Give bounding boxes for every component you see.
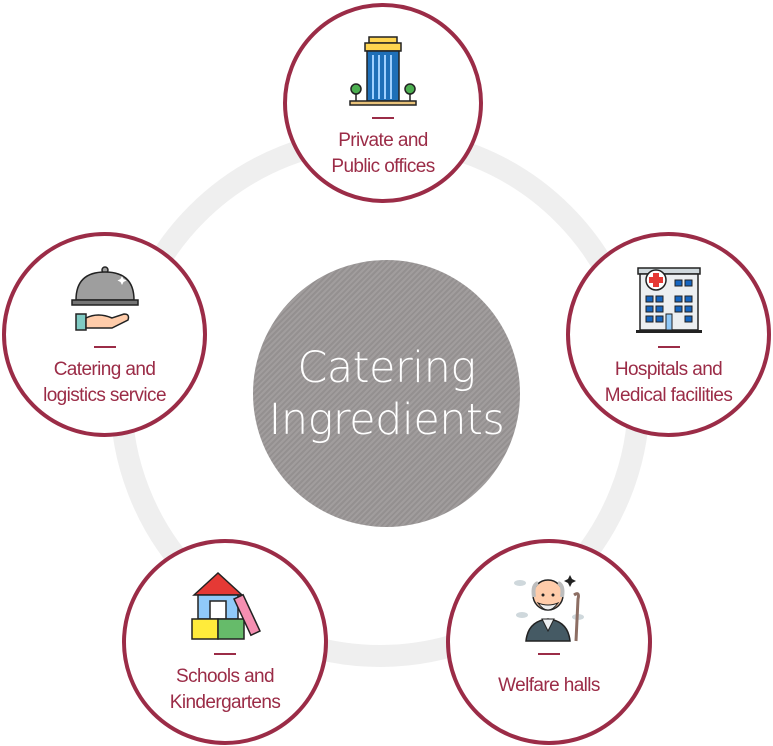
node-welfare: Welfare halls — [446, 539, 652, 745]
node-schools: Schools and Kindergartens — [122, 539, 328, 745]
label-line1: Catering and — [53, 359, 156, 380]
office-building-icon — [346, 33, 420, 107]
node-hospitals: Hospitals and Medical facilities — [566, 232, 771, 437]
node-label: Private and Public offices — [331, 128, 435, 180]
node-label: Schools and Kindergartens — [170, 664, 281, 716]
food-cloche-icon — [68, 262, 142, 336]
label-line2: Public offices — [331, 156, 435, 177]
center-circle: Catering Ingredients — [253, 260, 520, 527]
node-offices: Private and Public offices — [283, 3, 483, 203]
label-line1: Schools and — [176, 666, 275, 687]
label-line1: Private and — [338, 130, 428, 151]
divider — [93, 346, 116, 348]
center-title-line1: Catering — [297, 342, 476, 393]
divider — [214, 653, 236, 655]
label-line1: Welfare halls — [498, 675, 600, 696]
node-catering: Catering and logistics service — [2, 232, 207, 437]
divider — [538, 653, 560, 655]
label-line2: Medical facilities — [604, 385, 733, 406]
node-label: Welfare halls — [498, 673, 600, 699]
label-line2: logistics service — [43, 385, 166, 406]
node-label: Hospitals and Medical facilities — [605, 357, 733, 409]
elderly-man-icon — [512, 569, 586, 643]
node-label: Catering and logistics service — [43, 357, 166, 409]
school-blocks-icon — [188, 569, 262, 643]
label-line1: Hospitals and — [614, 359, 723, 380]
label-line2: Kindergartens — [169, 692, 281, 713]
hospital-icon — [632, 262, 706, 336]
center-title-line2: Ingredients — [268, 394, 505, 445]
divider — [657, 346, 680, 348]
divider — [372, 117, 394, 119]
